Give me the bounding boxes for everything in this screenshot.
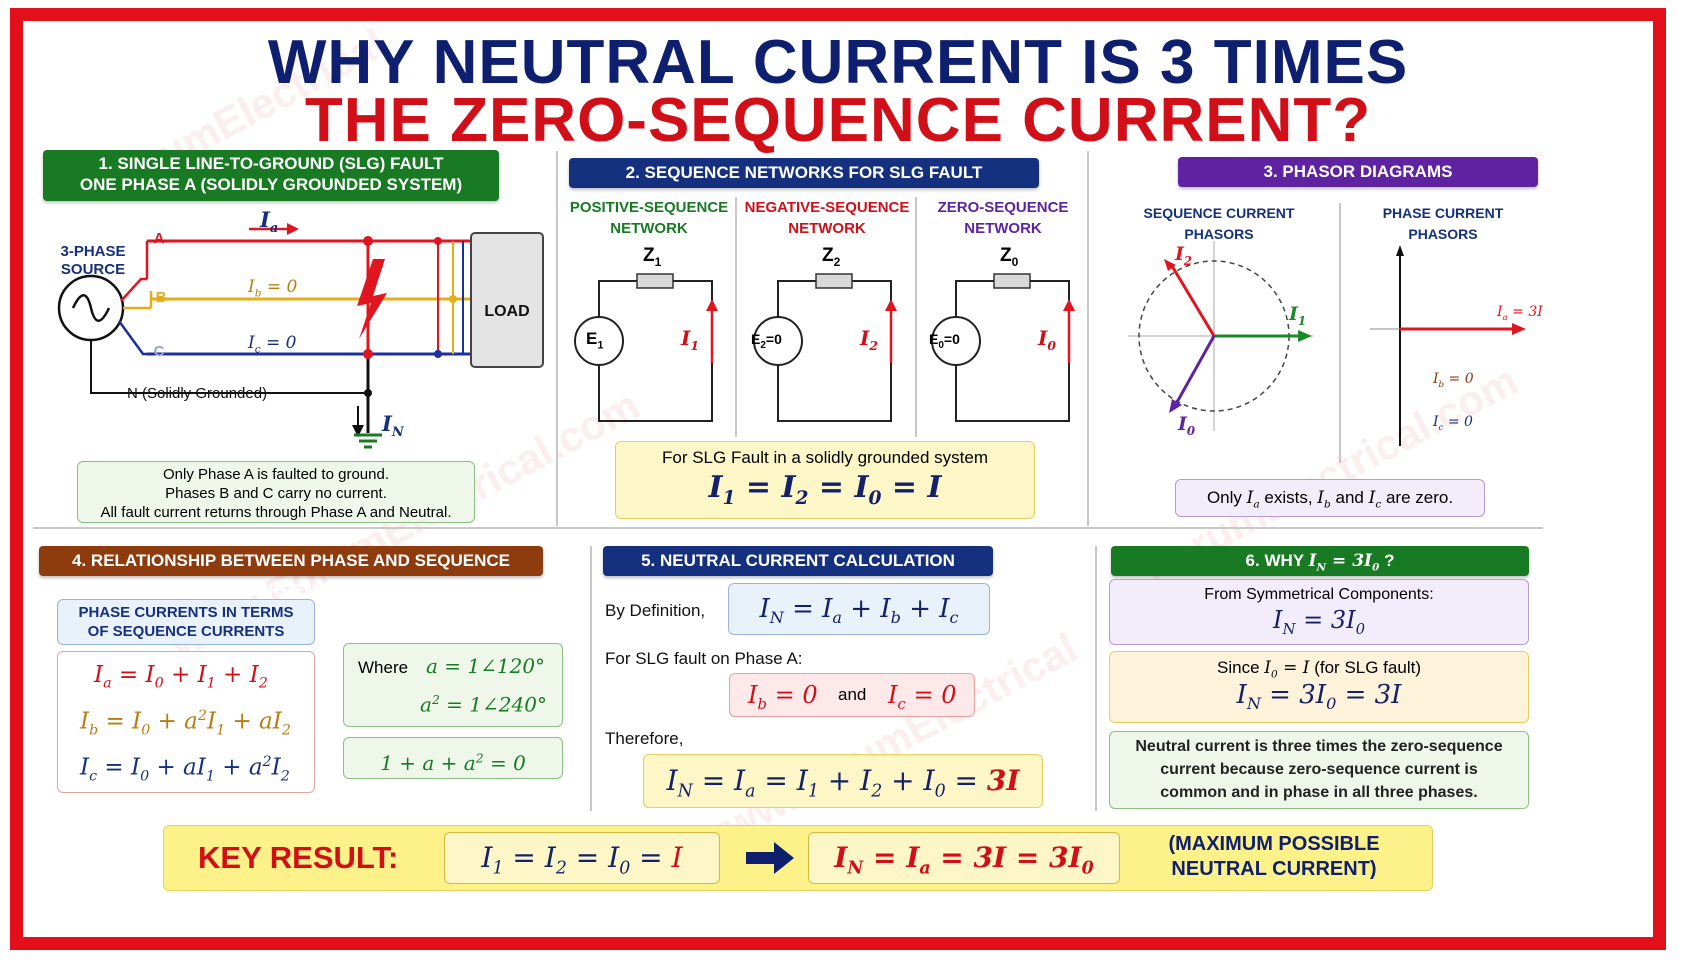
explanation-box: Neutral current is three times the zero-… [1109, 731, 1529, 809]
a2-definition: a2 = 1∠240° [420, 692, 547, 717]
page-title-line1: WHY NEUTRAL CURRENT IS 3 TIMES [267, 28, 1409, 97]
load-label: LOAD [484, 303, 530, 320]
page-title-line2: THE ZERO-SEQUENCE CURRENT? [304, 86, 1372, 155]
key-result-banner: KEY RESULT: I1 = I2 = I0 = I IN = Ia = 3… [163, 825, 1433, 891]
positive-sequence-network [574, 273, 718, 422]
divider [33, 527, 1543, 529]
for-slg-label: For SLG fault on Phase A: [605, 649, 803, 668]
ib-equation: Ib = I0 + a2I1 + aI2 [80, 708, 291, 739]
neutral-label: N (Solidly Grounded) [127, 385, 268, 402]
ground-icon [354, 433, 382, 449]
section1-header: 1. SINGLE LINE-TO-GROUND (SLG) FAULT ONE… [43, 150, 499, 201]
key-result-label: KEY RESULT: [198, 840, 399, 875]
i0-label: I0 [1038, 326, 1056, 353]
operator-sum-box: 1 + a + a2 = 0 [343, 737, 563, 779]
divider [1339, 203, 1341, 463]
z1-label: Z1 [643, 245, 662, 269]
i2-phasor-label: I2 [1175, 243, 1193, 268]
divider [1095, 546, 1097, 811]
i1-label: I1 [681, 326, 699, 353]
ia-label: Ia [260, 207, 279, 237]
arrow-right-icon [746, 842, 794, 874]
ib-zero-label: Ib = 0 [248, 277, 298, 300]
ic-equation: Ic = I0 + aI1 + a2I2 [80, 754, 290, 785]
zero-sequence-network [931, 273, 1075, 422]
phase-c-label: C [153, 343, 165, 360]
phase-equations-box: Ia = I0 + I1 + I2 Ib = I0 + a2I1 + aI2 I… [57, 651, 315, 793]
ic-zero-phasor-label: Ic = 0 [1433, 414, 1473, 433]
divider [556, 151, 558, 526]
lightning-bolt-icon [357, 259, 387, 339]
section5-header: 5. NEUTRAL CURRENT CALCULATION [603, 546, 993, 576]
phasor-note: Only Ia exists, Ib and Ic are zero. [1175, 479, 1485, 517]
ib-ic-zero-box: Ib = 0 and Ic = 0 [729, 673, 975, 717]
section4-header: 4. RELATIONSHIP BETWEEN PHASE AND SEQUEN… [39, 546, 543, 600]
section1-note: Only Phase A is faulted to ground. Phase… [77, 461, 475, 523]
sequence-networks [574, 273, 1075, 422]
in-label: IN [382, 411, 404, 441]
since-box: Since I0 = I (for SLG fault) IN = 3I0 = … [1109, 651, 1529, 723]
phase-b-label: B [155, 289, 167, 306]
a-definition: a = 1∠120° [426, 654, 546, 678]
negative-sequence-network [753, 273, 897, 422]
e1-label: E1 [586, 329, 604, 352]
slg-fault-circuit [57, 223, 544, 449]
i0-phasor [1174, 335, 1216, 405]
symmetrical-box: From Symmetrical Components: IN = 3I0 [1109, 579, 1529, 645]
section6-header: 6. WHY IN = 3I0 ? [1111, 546, 1529, 576]
z2-label: Z2 [822, 245, 841, 269]
in-definition-box: IN = Ia + Ib + Ic [728, 583, 990, 635]
i0-phasor-label: I0 [1178, 413, 1196, 438]
i2-label: I2 [860, 326, 878, 353]
operator-a-box: Where a = 1∠120° a2 = 1∠240° [343, 643, 563, 727]
sequence-phasor-title: SEQUENCE CURRENT PHASORS [1143, 205, 1295, 242]
ia-3i-label: Ia = 3I [1497, 304, 1543, 323]
section2-header: 2. SEQUENCE NETWORKS FOR SLG FAULT [569, 158, 1039, 188]
where-label: Where [358, 658, 409, 677]
therefore-label: Therefore, [605, 729, 684, 748]
phase-a-label: A [153, 230, 165, 247]
key-neutral-box: IN = Ia = 3I = 3I0 [808, 832, 1120, 884]
divider [1087, 151, 1089, 526]
phasor-diagrams [1128, 241, 1526, 446]
i2-phasor [1170, 265, 1216, 337]
i1-phasor-label: I1 [1289, 303, 1307, 328]
phase-phasor-title: PHASE CURRENT PHASORS [1382, 205, 1504, 242]
e2-label: E2=0 [751, 331, 782, 351]
in-result-box: IN = Ia = I1 + I2 + I0 = 3I [643, 754, 1043, 808]
slg-condition-box: For SLG Fault in a solidly grounded syst… [615, 441, 1035, 519]
ic-zero-label: Ic = 0 [248, 333, 297, 356]
e0-label: E0=0 [929, 331, 960, 351]
divider [590, 546, 592, 811]
by-definition-label: By Definition, [605, 601, 706, 620]
ia-equation: Ia = I0 + I1 + I2 [94, 662, 268, 692]
key-equality-box: I1 = I2 = I0 = I [444, 832, 720, 884]
infographic-frame: ForumElectrical ForumElectrical.com www.… [10, 8, 1666, 950]
z0-label: Z0 [1000, 245, 1019, 269]
ib-zero-phasor-label: Ib = 0 [1433, 371, 1474, 390]
section3-header: 3. PHASOR DIAGRAMS [1178, 157, 1538, 187]
divider [915, 197, 917, 437]
divider [735, 197, 737, 437]
